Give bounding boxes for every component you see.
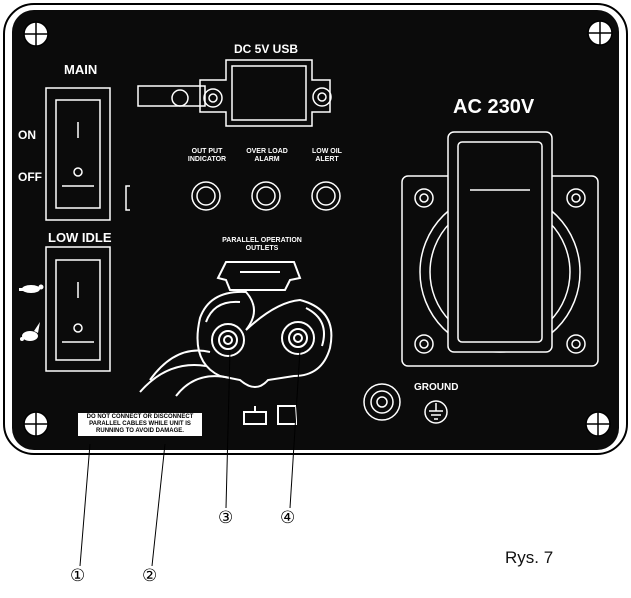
- socket-screw-icon: [566, 188, 586, 208]
- ac-socket: [401, 131, 599, 367]
- socket-screw-icon: [566, 334, 586, 354]
- ground-label: GROUND: [414, 382, 459, 393]
- callout-3: ③: [218, 508, 234, 528]
- low-idle-label: LOW IDLE: [48, 230, 112, 245]
- screw-icon: [23, 21, 49, 47]
- main-label: MAIN: [64, 62, 98, 77]
- low-idle-switch: [45, 246, 111, 372]
- parallel-outlets: [139, 261, 333, 425]
- usb-cover: [137, 59, 332, 127]
- callout-2: ②: [142, 566, 158, 586]
- socket-screw-icon: [414, 188, 434, 208]
- indicator-lamps: [191, 181, 341, 211]
- warning-sticker: DO NOT CONNECT OR DISCONNECT PARALLEL CA…: [78, 413, 202, 436]
- on-label: ON: [18, 128, 36, 142]
- ground-terminal: [363, 383, 401, 421]
- rabbit-icon: [20, 322, 40, 341]
- overload-alarm-lamp: [251, 181, 281, 211]
- leader-lines: [79, 349, 301, 567]
- screw-icon: [585, 411, 611, 437]
- turtle-icon: [19, 284, 44, 293]
- ac-voltage-label: AC 230V: [453, 96, 535, 118]
- figure-caption: Rys. 7: [505, 548, 554, 567]
- output-indicator-lamp: [191, 181, 221, 211]
- screw-icon: [587, 20, 613, 46]
- usb-label: DC 5V USB: [234, 42, 299, 56]
- socket-screw-icon: [414, 334, 434, 354]
- off-label: OFF: [18, 170, 42, 184]
- main-switch: [45, 87, 130, 221]
- callout-1: ①: [70, 566, 86, 586]
- callout-4: ④: [280, 508, 296, 528]
- screw-icon: [23, 411, 49, 437]
- low-oil-alert-lamp: [311, 181, 341, 211]
- ground-symbol-icon: [424, 400, 448, 424]
